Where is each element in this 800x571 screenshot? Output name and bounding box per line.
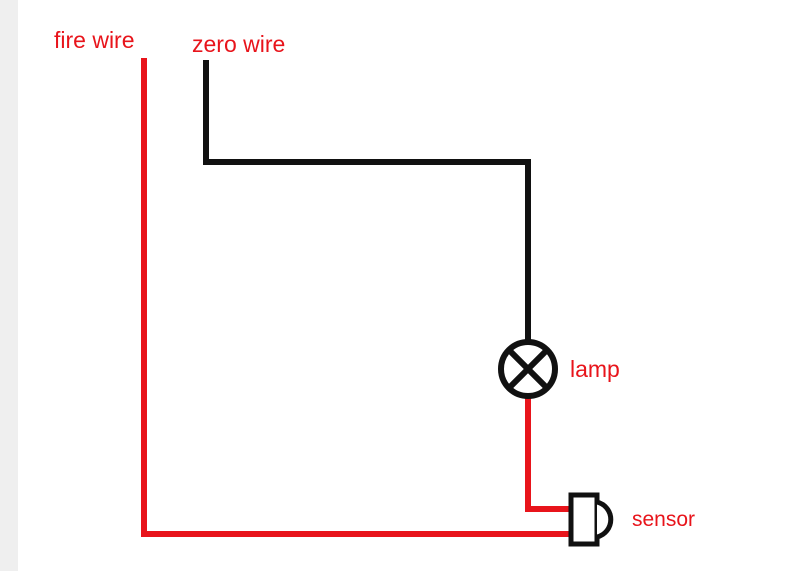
fire-wire-label: fire wire: [54, 27, 135, 53]
lamp-to-sensor-wire: [525, 398, 572, 512]
fire-wire-line: [141, 58, 572, 537]
zero-wire-label: zero wire: [192, 31, 285, 57]
sensor-symbol: [568, 492, 614, 547]
zero-wire-line: [203, 60, 531, 341]
left-border-strip: [0, 0, 18, 571]
lamp-label: lamp: [570, 356, 620, 382]
sensor-label: sensor: [632, 508, 695, 531]
lamp-symbol: [498, 339, 558, 399]
